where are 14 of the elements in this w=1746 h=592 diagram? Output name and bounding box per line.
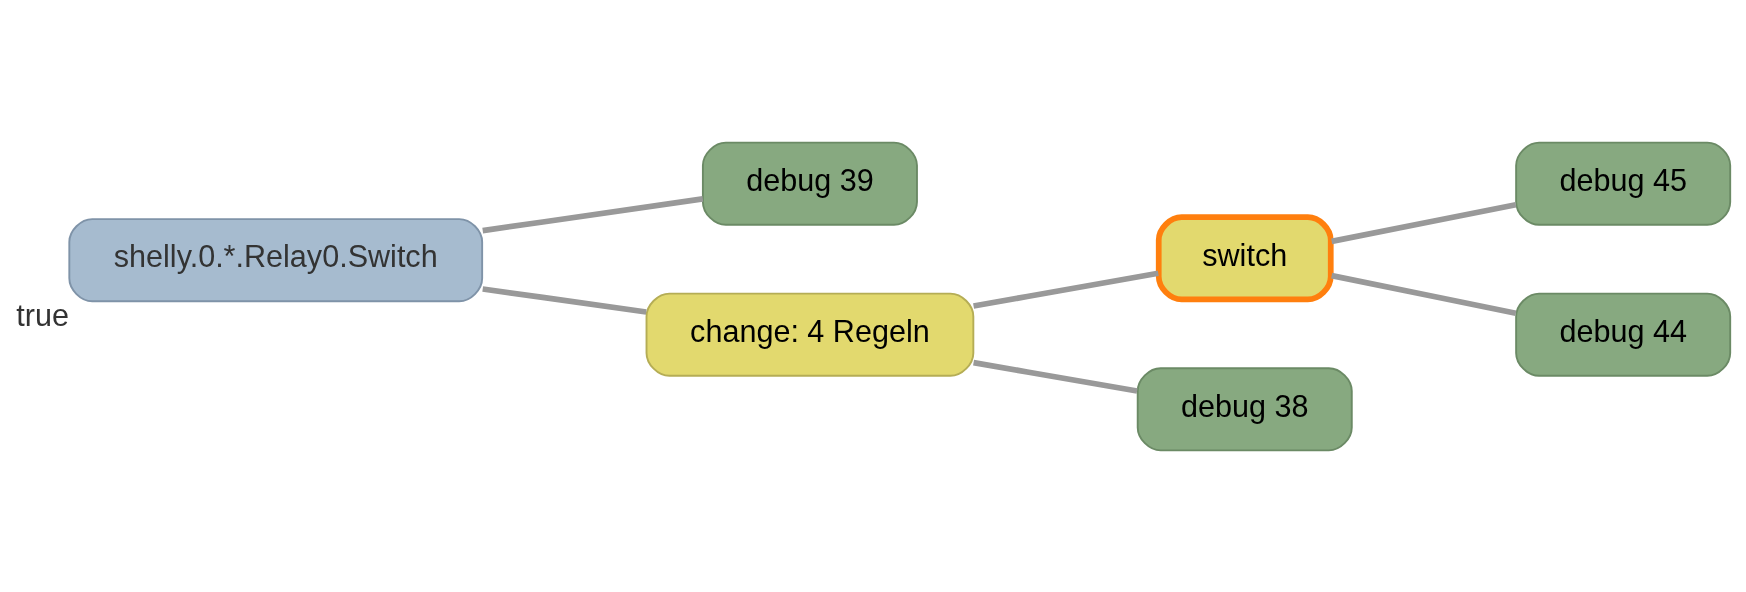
node-box: debug 39	[701, 141, 918, 226]
node-box: change: 4 Regeln	[645, 292, 975, 377]
node-box: shelly.0.*.Relay0.Switch	[68, 217, 484, 302]
connector	[1331, 201, 1517, 244]
connector	[973, 269, 1159, 309]
node-label: true	[16, 297, 69, 332]
node-box: debug 45	[1515, 141, 1732, 226]
connector	[1331, 272, 1517, 316]
connector	[973, 359, 1138, 394]
node-box: debug 44	[1515, 292, 1732, 377]
node-box: switch	[1155, 213, 1334, 302]
node-box: debug 38	[1136, 366, 1353, 451]
connector	[482, 195, 704, 233]
connector	[482, 285, 647, 315]
